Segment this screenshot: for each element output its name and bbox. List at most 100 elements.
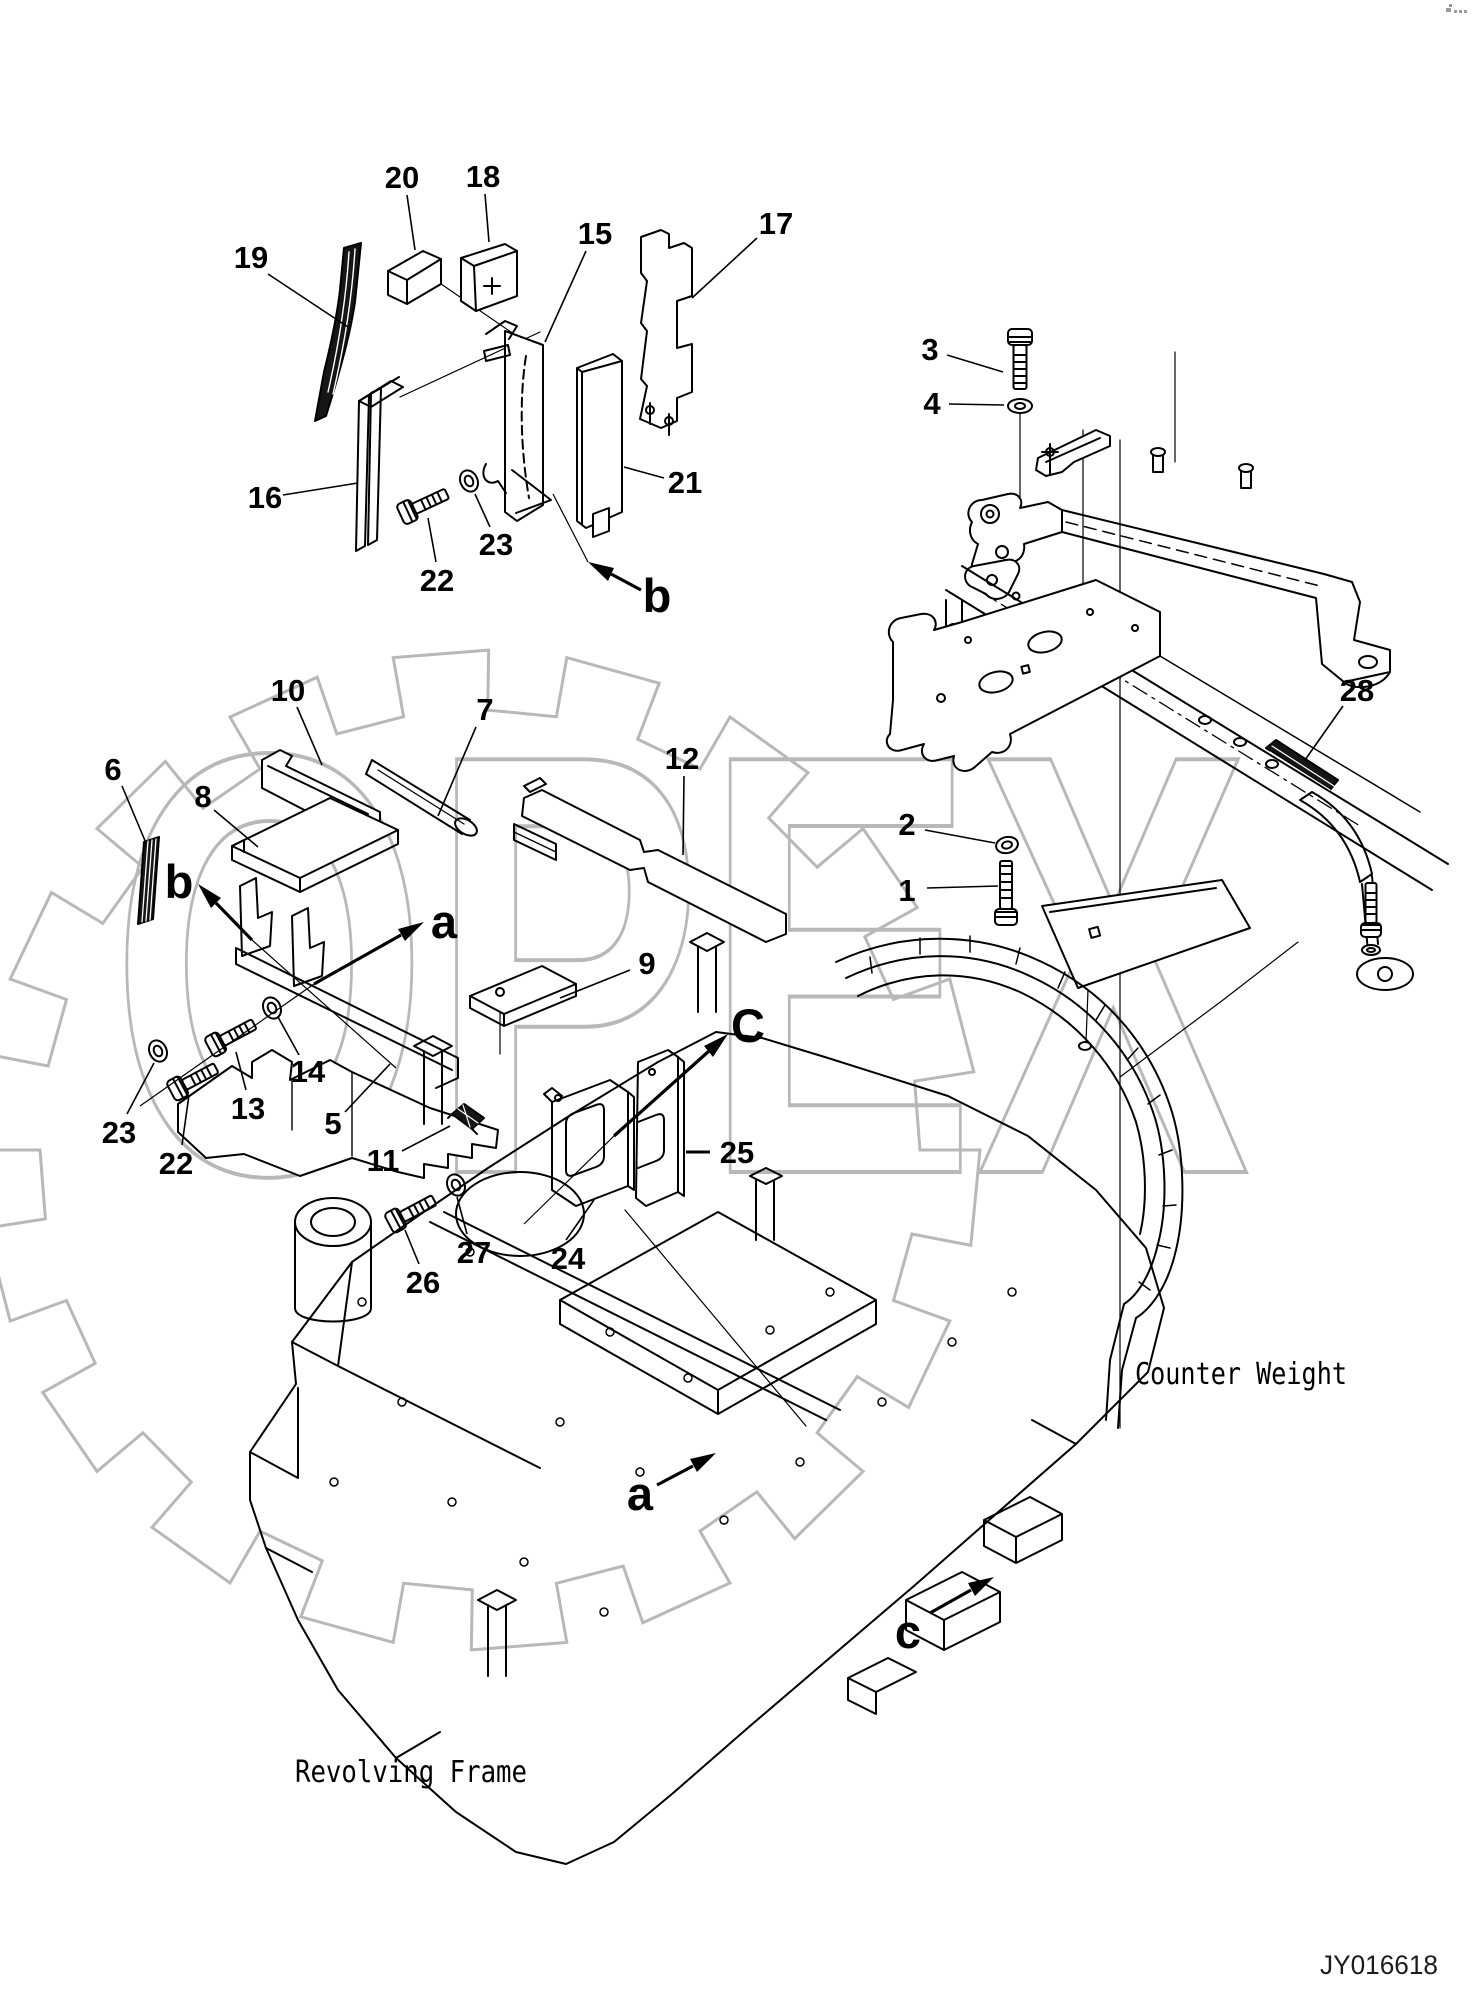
part-17-drawing: [639, 229, 693, 436]
part-28-drawing: [1265, 739, 1339, 791]
part-callout-23b: 23: [102, 1115, 136, 1150]
washer-2-drawing: [995, 835, 1019, 855]
part-19-drawing: [314, 242, 362, 422]
part-callout-9: 9: [638, 946, 655, 981]
leader-line-22a: [427, 517, 437, 563]
bolt-1-drawing: [994, 860, 1018, 926]
view-arrow-b-mid-shaft: [214, 901, 254, 942]
part-callout-19: 19: [234, 240, 268, 275]
washer-23-top-drawing: [459, 469, 479, 493]
part-callout-4: 4: [923, 386, 941, 421]
bolt-right-drawing: [1360, 882, 1382, 956]
leader-line-4: [948, 403, 1005, 406]
leader-line-12: [682, 775, 685, 856]
part-callout-26: 26: [406, 1265, 440, 1300]
view-arrow-c-frame-shaft: [929, 1588, 972, 1615]
leader-line-26: [404, 1229, 420, 1265]
view-arrow-a-exploded-shaft: [313, 933, 402, 986]
line-art: [137, 4, 1467, 1865]
view-letter-b-top: b: [643, 569, 672, 622]
view-arrow-b-top-arrowhead: [588, 562, 614, 581]
view-arrow-b-top-shaft: [610, 572, 642, 592]
view-arrow-a-frame-shaft: [656, 1464, 694, 1487]
leader-line-14: [277, 1016, 300, 1056]
part-9-drawing: [469, 965, 577, 1027]
part-callout-15: 15: [578, 216, 612, 251]
part-callout-21: 21: [668, 465, 702, 500]
bolt-22-top-drawing: [396, 488, 450, 525]
part-callout-3: 3: [921, 332, 938, 367]
part-7-drawing: [365, 759, 478, 837]
leader-line-27: [456, 1196, 468, 1235]
washer-23-mid-drawing: [148, 1039, 168, 1063]
part-5-drawing: [177, 1049, 499, 1179]
revolving-frame-label: Revolving Frame: [295, 1755, 527, 1790]
revolving-frame-drawing: [249, 932, 1184, 1865]
part-8-drawing: [231, 797, 399, 893]
leader-line-13: [235, 1051, 247, 1091]
part-callout-14: 14: [291, 1054, 326, 1089]
corner-artifact-marks: [1446, 4, 1467, 13]
bolt-3-drawing: [1007, 328, 1033, 390]
view-arrow-b-top-line: [552, 493, 589, 563]
view-arrow-a-exploded-line: [139, 983, 315, 1107]
view-arrow-c-exploded-line: [523, 1135, 615, 1225]
part-callout-23a: 23: [479, 527, 513, 562]
leader-line-23b: [126, 1062, 155, 1115]
part-24-drawing: [543, 1079, 635, 1207]
view-arrow-b-mid-line: [251, 939, 397, 1069]
doc-number: JY016618: [1320, 1950, 1438, 1980]
part-callout-18: 18: [466, 159, 500, 194]
leader-line-2: [924, 829, 996, 844]
leader-line-17: [691, 237, 758, 299]
part-callout-16: 16: [248, 480, 282, 515]
view-letter-c-exploded: C: [731, 999, 765, 1052]
part-callout-25: 25: [720, 1135, 754, 1170]
part-callout-24: 24: [551, 1241, 586, 1276]
leader-line-20: [406, 194, 416, 251]
part-callout-11: 11: [367, 1143, 400, 1178]
view-arrow-c-exploded-shaft: [612, 1049, 711, 1138]
view-letter-a-frame: a: [627, 1467, 654, 1520]
part-callout-22b: 22: [159, 1146, 193, 1181]
view-arrow-b-mid-arrowhead: [198, 884, 221, 908]
view-letter-c-frame: c: [895, 1605, 921, 1658]
counterweight-shell-drawing: [835, 935, 1184, 1429]
bolt-13-drawing: [204, 1018, 257, 1058]
leader-line-5: [344, 1063, 391, 1113]
part-16-drawing: [355, 376, 404, 552]
washer-27-drawing: [446, 1173, 466, 1197]
leader-line-21: [623, 466, 665, 479]
leader-line-11: [401, 1125, 451, 1152]
leader-line-3: [946, 354, 1004, 373]
leader-line-16: [282, 482, 359, 496]
leader-line-19: [267, 273, 349, 328]
part-callout-20: 20: [385, 160, 419, 195]
leader-line-8: [213, 809, 259, 848]
gear-watermark-outline: [0, 648, 982, 1652]
part-18-drawing: [460, 243, 518, 312]
view-arrow-c-frame-arrowhead: [968, 1577, 994, 1596]
part-callout-27: 27: [457, 1235, 491, 1270]
part-25-drawing: [635, 1049, 685, 1207]
counter-weight-label: Counter Weight: [1135, 1357, 1347, 1392]
view-arrow-c-exploded-arrowhead: [704, 1034, 728, 1057]
leader-line-23a: [474, 493, 491, 528]
part-21-drawing: [576, 353, 623, 538]
leader-lines: [121, 193, 1344, 1265]
washer-4-drawing: [1007, 398, 1033, 414]
part-callout-12: 12: [665, 741, 699, 776]
part-callout-7: 7: [476, 692, 493, 727]
leader-line-18: [484, 193, 490, 243]
part-callout-13: 13: [231, 1091, 265, 1126]
view-arrow-a-frame-arrowhead: [690, 1453, 716, 1472]
view-letter-a-exploded: a: [431, 895, 458, 948]
part-callout-17: 17: [759, 206, 793, 241]
part-callout-1: 1: [898, 873, 915, 908]
part-callout-2: 2: [898, 807, 915, 842]
leader-line-6: [121, 785, 147, 844]
part-6-drawing: [137, 836, 160, 925]
part-callout-28: 28: [1340, 673, 1374, 708]
